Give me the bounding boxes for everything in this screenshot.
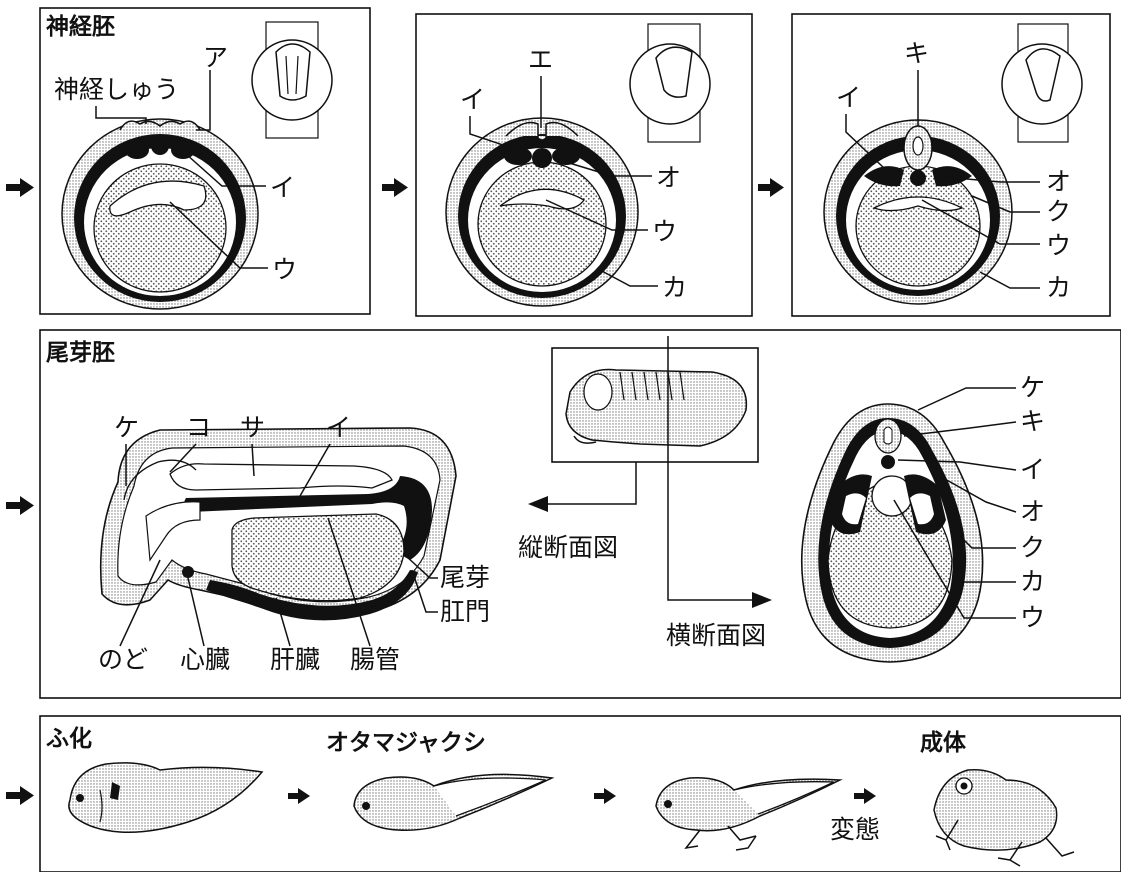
arrow-right-icon: [6, 178, 34, 197]
transverse-section: [802, 404, 983, 662]
label-e: エ: [528, 45, 553, 74]
label-metamorphosis: 変態: [830, 815, 880, 844]
label-i-x: イ: [1020, 455, 1045, 484]
label-u-3: ウ: [1046, 231, 1071, 260]
label-transverse-section: 横断面図: [666, 621, 766, 650]
label-o: オ: [656, 163, 681, 192]
frog-figure: [934, 770, 1074, 866]
label-ku-x: ク: [1020, 533, 1045, 562]
label-u-2: ウ: [652, 217, 677, 246]
hatchling-figure: [69, 763, 262, 832]
label-u: ウ: [272, 255, 297, 284]
label-ki-x: キ: [1020, 407, 1045, 436]
label-hatching: ふ化: [46, 725, 92, 752]
arrow-right-icon: [6, 496, 34, 515]
neurula-inset-sphere-3: [1002, 24, 1082, 142]
neurula-stage-2-embryo: [446, 118, 638, 306]
longitudinal-section: [101, 428, 456, 620]
neurula-stage-1-embryo: [62, 119, 258, 309]
label-ka: カ: [662, 273, 687, 302]
development-row: ふ化 オタマジャクシ 成体 変態: [6, 716, 1121, 872]
label-sa: サ: [240, 413, 265, 442]
neurula-inset-sphere: [252, 22, 332, 138]
tailbud-row: 尾芽胚 ケ コ サ イ のど 心臓 肝臓 腸管 尾芽 肛門: [6, 330, 1121, 698]
label-o-3: オ: [1046, 167, 1071, 196]
label-i-2: イ: [460, 85, 485, 114]
label-liver: 肝臓: [270, 645, 320, 674]
label-ka-x: カ: [1020, 567, 1045, 596]
label-i: イ: [270, 173, 295, 202]
arrow-right-icon: [854, 788, 876, 804]
label-o-x: オ: [1020, 497, 1045, 526]
label-tadpole: オタマジャクシ: [326, 730, 486, 756]
neurula-inset-sphere-2: [630, 24, 710, 142]
neurula-stage-3-panel: キ イ オ ク ウ カ: [792, 14, 1110, 316]
arrow-left-icon: [528, 462, 636, 512]
label-gut: 腸管: [350, 645, 400, 674]
label-ko: コ: [186, 413, 211, 442]
arrow-right-icon: [594, 788, 616, 804]
label-ki: キ: [904, 39, 929, 68]
label-ka-3: カ: [1046, 273, 1071, 302]
arrow-right-icon: [668, 472, 772, 608]
arrow-right-icon: [758, 178, 784, 197]
label-throat: のど: [98, 645, 148, 674]
label-heart: 心臓: [180, 645, 230, 674]
label-u-x: ウ: [1020, 603, 1045, 632]
arrow-right-icon: [6, 786, 34, 805]
label-neural-fold: 神経しゅう: [54, 75, 179, 104]
label-tail-bud: 尾芽: [440, 563, 490, 592]
tadpole-legs-figure: [656, 778, 840, 850]
label-ke: ケ: [114, 413, 139, 442]
label-longitudinal-section: 縦断面図: [518, 533, 618, 562]
label-a: ア: [203, 43, 228, 72]
arrow-right-icon: [288, 788, 310, 804]
tailbud-inset: [552, 336, 758, 472]
tadpole-figure: [354, 774, 552, 830]
label-ku: ク: [1046, 197, 1071, 226]
label-ke-x: ケ: [1020, 373, 1045, 402]
tailbud-title: 尾芽胚: [46, 340, 115, 366]
label-i-tb: イ: [326, 413, 351, 442]
neurula-stage-3-embryo: [824, 120, 1012, 304]
neurula-title: 神経胚: [46, 13, 115, 40]
neurula-stage-2-panel: エ イ オ ウ カ: [416, 14, 752, 316]
neurula-row: 神経胚 ア 神経しゅう: [6, 8, 1110, 316]
neurula-stage-1-panel: 神経胚 ア 神経しゅう: [40, 8, 370, 314]
label-adult: 成体: [920, 730, 967, 756]
label-anus: 肛門: [440, 597, 490, 626]
label-i-3: イ: [836, 83, 861, 112]
arrow-right-icon: [382, 178, 408, 197]
